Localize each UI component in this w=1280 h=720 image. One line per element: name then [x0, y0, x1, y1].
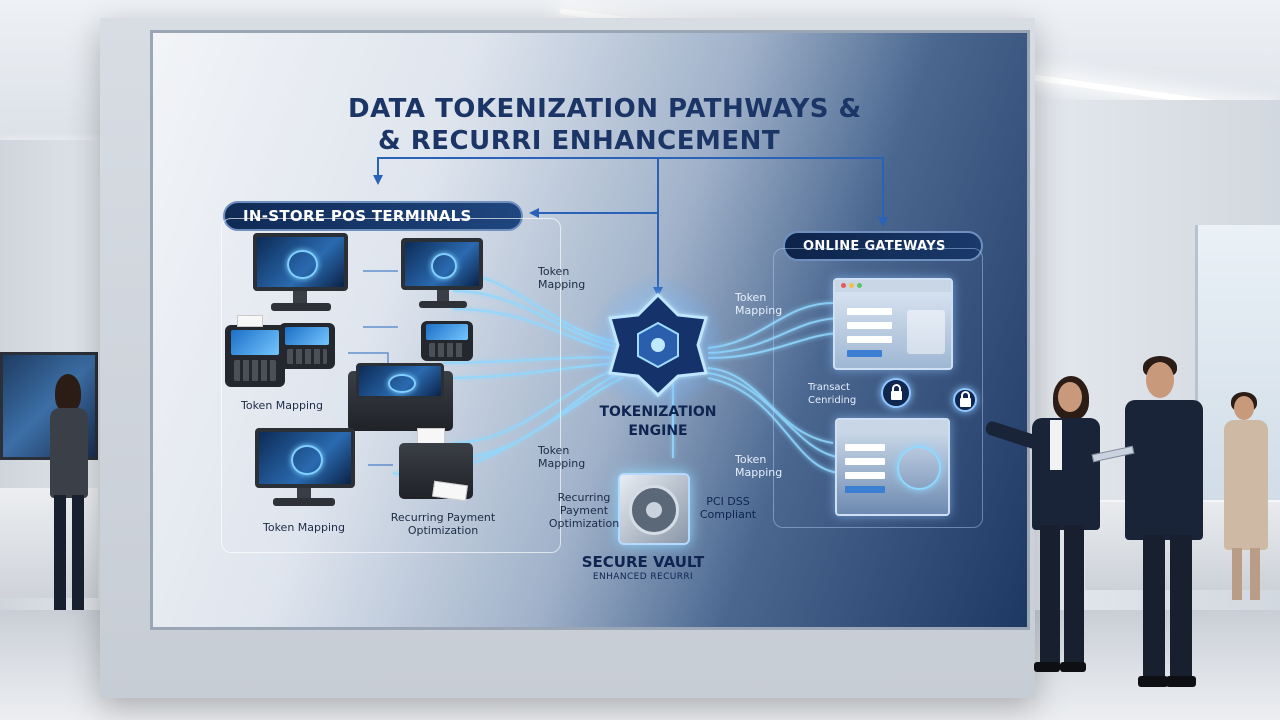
title-line-2: & RECURRI ENHANCEMENT [378, 126, 781, 156]
title-line-1: DATA TOKENIZATION PATHWAYS & [348, 94, 862, 124]
label-line: Payment [559, 504, 609, 517]
label-online-token-mapping-top: Token Mapping [735, 291, 782, 317]
label-online-token-mapping-bottom: Token Mapping [735, 453, 782, 479]
label-line: Mapping [538, 457, 586, 470]
label-line: Optimization [548, 517, 620, 530]
pathway-lines [348, 157, 888, 477]
label-online-transact: Transact Cenriding [808, 381, 856, 407]
label-line: Recurring Payment [390, 511, 496, 524]
engine-line-1: TOKENIZATION [599, 404, 717, 420]
tokenization-engine-label: TOKENIZATION ENGINE [583, 403, 733, 441]
label-line: Token [735, 453, 767, 466]
label-token-mapping-left: Token Mapping [241, 399, 324, 412]
secure-vault-subtitle: ENHANCED RECURRI [592, 572, 694, 582]
label-line: Transact [808, 382, 850, 393]
lock-icon [953, 388, 977, 412]
label-pci-dss: PCI DSS Compliant [693, 495, 763, 521]
label-line: Token [735, 291, 767, 304]
secure-vault-title: SECURE VAULT [581, 553, 705, 571]
online-section-box [773, 248, 983, 528]
board-title: DATA TOKENIZATION PATHWAYS & & RECURRI E… [348, 93, 868, 157]
label-recurring-optimization-center: Recurring Payment Optimization [548, 491, 620, 530]
browser-window-bottom [835, 418, 950, 516]
lock-icon [881, 378, 911, 408]
label-line: Mapping [538, 278, 586, 291]
label-line: Token [538, 444, 570, 457]
pos-terminals-header: IN-STORE POS TERMINALS [223, 201, 523, 231]
label-line: Recurring [557, 491, 611, 504]
label-token-mapping-mid: Token Mapping [538, 444, 585, 470]
display-board: DATA TOKENIZATION PATHWAYS & & RECURRI E… [150, 30, 1030, 630]
label-token-mapping-bottom-left: Token Mapping [263, 521, 346, 534]
label-token-mapping-top: Token Mapping [538, 265, 585, 291]
pos-section-box [221, 218, 561, 553]
online-gateways-header: ONLINE GATEWAYS [783, 231, 983, 261]
browser-window-top [833, 278, 953, 370]
label-line: Optimization [407, 524, 479, 537]
label-recurring-optimization-left: Recurring Payment Optimization [383, 511, 503, 537]
label-line: Cenriding [808, 395, 857, 406]
label-line: PCI DSS [706, 495, 750, 508]
label-line: Mapping [735, 466, 783, 479]
label-line: Token [538, 265, 570, 278]
label-line: Compliant [699, 508, 757, 521]
engine-line-2: ENGINE [628, 423, 688, 439]
label-line: Mapping [735, 304, 783, 317]
